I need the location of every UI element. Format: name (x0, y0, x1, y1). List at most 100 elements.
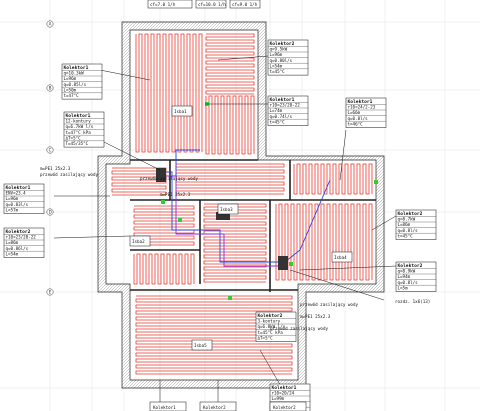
heating-loop (293, 163, 373, 195)
heating-loop (135, 33, 203, 153)
manifold-table-line: L=96m (270, 52, 283, 57)
manifold-table-line: t=47°C (64, 93, 80, 98)
manifold-table-line: 12-kontury (66, 119, 92, 124)
room-2-label: Isba2 (132, 239, 145, 244)
manifold-table-line: Kolektor1 (66, 113, 91, 119)
manifold-table-line: q=0.83l/s (6, 202, 29, 207)
room-1-label: Isba1 (174, 109, 187, 114)
manifold-table-line: ΔT=5°C (66, 135, 82, 140)
manifold-table-line: q=8.7kW (398, 217, 416, 222)
room-5-label: Isba5 (194, 343, 207, 348)
manifold-table-line: q=8.9kW (398, 269, 416, 274)
svg-text:D: D (49, 210, 52, 215)
manifold-table-5: Kolektor2q=9.5kWL=96mq=0.80l/sL=54mt=45°… (267, 39, 309, 76)
manifold-table-line: Kolektor2 (398, 211, 423, 217)
axis-marker-b: B (46, 84, 54, 92)
note-5: rozdz. 1x6(13) (395, 299, 430, 304)
manifold-table-line: t=45°C (270, 69, 286, 74)
manifold-table-line: L=96m (6, 196, 19, 201)
heating-loop (133, 253, 195, 285)
manifold-table-line: r10=20/24 (272, 391, 295, 396)
top-label-3: cf=9.0 1/h (232, 2, 258, 7)
manifold-table-line: q=6.7kW l/s (66, 124, 94, 129)
manifold-units (156, 168, 288, 270)
manifold-table-line: r10=23/20-22 (6, 235, 37, 240)
manifold-table-line: t=45°C (270, 119, 286, 124)
svg-text:E: E (49, 290, 52, 295)
manifold-table-line: t=46°C (348, 121, 364, 126)
svg-text:B: B (49, 86, 52, 91)
note-2: przewód zasilający wody (40, 172, 98, 177)
manifold-table-line: L=96m (64, 76, 77, 81)
top-labels: cf=7.0 1/h cf=10.0 1/h cf=9.0 1/h (147, 0, 261, 9)
top-label-1: cf=7.0 1/h (150, 2, 176, 7)
manifold-table-line: q=10.3kW (64, 71, 85, 76)
manifold-table-line: L=5m (398, 285, 409, 290)
manifold-table-line: q=0.80l/s (270, 58, 293, 63)
manifold-table-line: Kolektor1 (64, 65, 89, 71)
note-1: m=PE1 25x2.3 (40, 166, 71, 171)
manifold-table-line: q=0.8l/s (398, 280, 419, 285)
room-3-label: Isba3 (220, 207, 233, 212)
heating-loop (205, 33, 255, 95)
manifold-table-line: q=0.8l/s (348, 116, 369, 121)
manifold-table-line: q=6.8kW l/s (258, 324, 286, 329)
svg-text:C: C (49, 148, 52, 153)
manifold-table-line: L=74m (270, 108, 283, 113)
svg-text:A: A (49, 22, 52, 27)
manifold-table-line: t=47°C kPa (66, 130, 92, 135)
bottom-labels: Kolektor1 Kolektor2 Kolektor2 (149, 401, 307, 411)
interior-walls (130, 159, 376, 292)
axis-marker-d: D (46, 208, 54, 216)
manifold-table-line: Kolektor2 (270, 41, 295, 47)
axis-marker-c: C (46, 146, 54, 154)
manifold-table-line: L=66m (348, 110, 361, 115)
manifold-table-line: Kolektor1 (270, 97, 295, 103)
manifold-table-line: q=0.85l/s (64, 82, 87, 87)
supply-return-pipes (160, 149, 331, 267)
manifold-table-line: Kolektor1 (6, 185, 31, 191)
note-3: m=PE1 25x2.3 (160, 192, 191, 197)
note-7: przewód zasilający wody (300, 302, 358, 307)
manifold-table-line: L=99m (272, 396, 285, 401)
manifold-table-line: ENV=23.4 (6, 191, 27, 196)
manifold-table-line: q=0.74l/s (270, 114, 293, 119)
heating-loop (133, 205, 195, 246)
manifold-table-line: L=57m (6, 207, 19, 212)
top-label-2: cf=10.0 1/h (198, 2, 226, 7)
exterior-walls (97, 21, 385, 389)
manifold-table-line: t=45°C (398, 233, 414, 238)
axis-marker-e: E (46, 288, 54, 296)
manifold-table-6: Kolektor1r10=23/20-22L=74mq=0.74l/st=45°… (267, 95, 309, 126)
manifold-table-line: q=9.5kW (270, 47, 288, 52)
manifold-table-line: Kolektor2 (398, 263, 423, 269)
manifold-table-line: Kolektor2 (6, 229, 31, 235)
annotation-notes: m=PE1 25x2.3 przewód zasilający wody m=P… (40, 166, 430, 331)
manifold-table-line: L=94m (398, 274, 411, 279)
note-4: przewód zasilający wody (140, 176, 198, 181)
manifold-table-line: L=54m (6, 251, 19, 256)
manifold-table-1: Kolektor1q=10.3kWL=96mq=0.85l/sL=50mt=47… (61, 63, 103, 100)
room-tags: Isba1 Isba2 Isba3 Isba4 Isba5 (129, 105, 353, 351)
axis-markers: A B C D E (46, 20, 54, 296)
heating-loop (135, 295, 293, 375)
axis-marker-a: A (46, 20, 54, 28)
manifold-table-line: L=54m (270, 63, 283, 68)
manifold-table-line: ΔT=5°C (258, 335, 274, 340)
bottom-label-1: Kolektor1 (153, 405, 176, 410)
note-8: przewód zasilający wody (270, 326, 328, 331)
manifold-table-line: r10=24/2-23 (348, 105, 376, 110)
heating-loop (275, 203, 373, 281)
manifold-table-line: r10=23/20-22 (270, 103, 301, 108)
manifold-table-line: L=86m (6, 240, 19, 245)
bottom-label-2: Kolektor2 (203, 405, 226, 410)
manifold-table-line: L=86m (398, 222, 411, 227)
